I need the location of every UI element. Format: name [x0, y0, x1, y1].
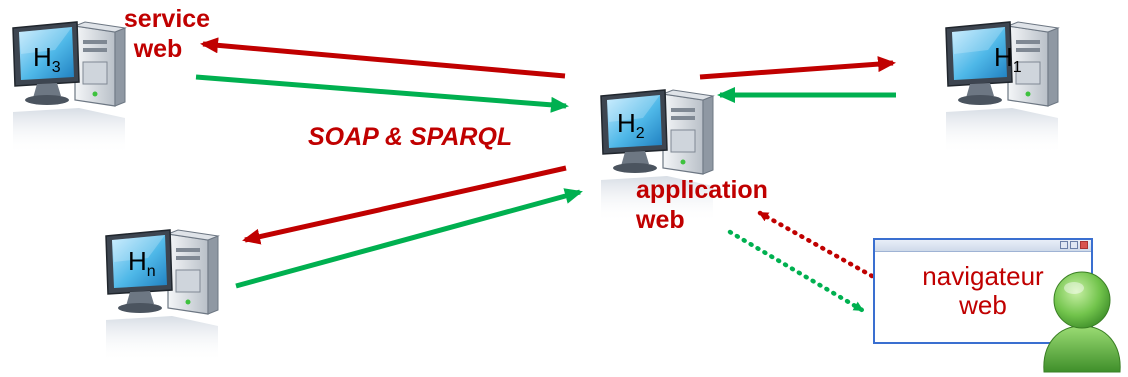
user-icon: [1043, 271, 1121, 373]
host-hn-letter: H: [128, 246, 147, 276]
host-hn: Hn: [98, 222, 248, 372]
browser-response-dotted-arrow: [727, 229, 865, 313]
host-h1-subscript: 1: [1012, 59, 1022, 77]
service-web-line2: web: [133, 35, 183, 64]
browser-title-bar: [875, 240, 1091, 252]
application-web-line1: application: [636, 176, 768, 204]
host-hn-label: Hn: [128, 246, 156, 281]
host-h2-subscript: 2: [635, 125, 645, 143]
desktop-computer-icon: [105, 229, 220, 362]
host-h1-letter: H: [994, 42, 1013, 72]
response-arrow-hn-h2: [235, 188, 583, 289]
response-arrow-h3-h2: [195, 74, 569, 113]
browser-label-line1: navigateur: [922, 261, 1044, 291]
minimize-icon: [1060, 241, 1068, 249]
request-arrow-h2-h1: [699, 56, 896, 80]
host-hn-subscript: n: [146, 263, 156, 281]
host-h3: H3: [5, 14, 155, 164]
window-controls: [1060, 241, 1088, 249]
host-h1-label: H1: [994, 42, 1022, 77]
host-h2-label: H2: [617, 108, 645, 143]
request-arrow-h2-hn: [242, 165, 567, 245]
browser-request-dotted-arrow: [757, 210, 875, 279]
desktop-computer-icon: [12, 21, 127, 154]
service-web-label: service web: [112, 6, 222, 63]
host-h2: H2: [593, 82, 743, 232]
host-h3-label: H3: [33, 42, 61, 77]
host-h3-letter: H: [33, 42, 52, 72]
application-web-label: application web: [636, 177, 768, 234]
request-arrow-h2-h3: [200, 37, 566, 79]
host-h1: H1: [938, 14, 1088, 164]
host-h2-letter: H: [617, 108, 636, 138]
close-icon: [1080, 241, 1088, 249]
application-web-line2: web: [636, 206, 685, 235]
service-web-line1: service: [123, 5, 211, 33]
browser-label-line2: web: [959, 290, 1007, 321]
browser-label: navigateur web: [875, 261, 1091, 321]
maximize-icon: [1070, 241, 1078, 249]
host-h3-subscript: 3: [51, 59, 61, 77]
desktop-computer-icon: [600, 89, 715, 222]
protocol-label: SOAP & SPARQL: [308, 123, 513, 151]
desktop-computer-icon: [945, 21, 1060, 154]
